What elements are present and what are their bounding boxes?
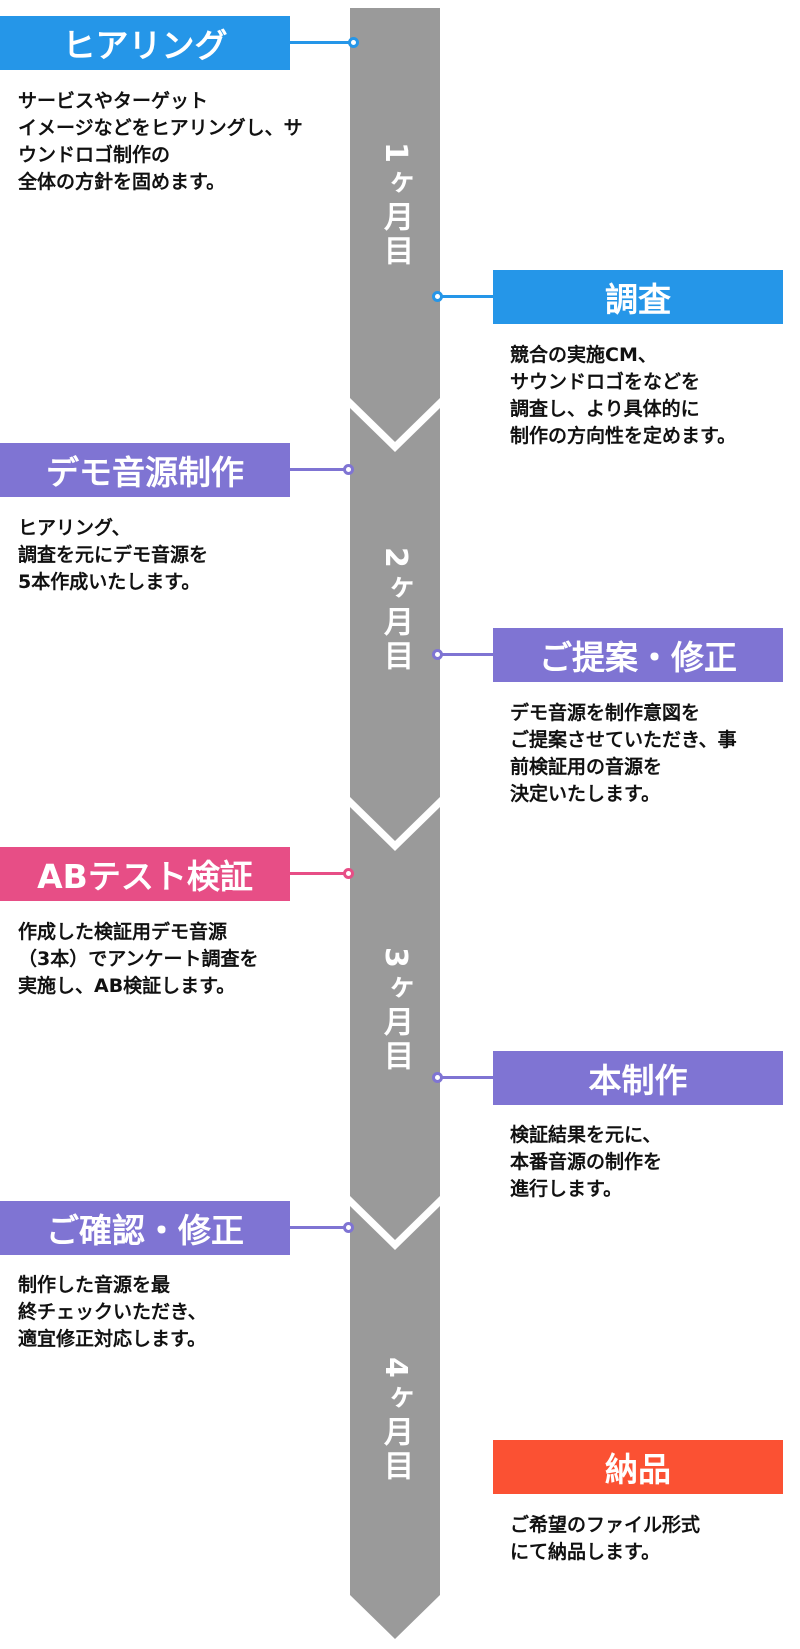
step-demo-description: ヒアリング、 調査を元にデモ音源を 5本作成いたします。 bbox=[18, 517, 209, 593]
step-demo-dot bbox=[343, 464, 354, 475]
step-review-connector bbox=[290, 1226, 350, 1229]
month-3-label-area: 3ヶ月目 bbox=[350, 935, 440, 1085]
step-proposal-description: デモ音源を制作意図を ご提案させていただき、事 前検証用の音源を 決定いたします… bbox=[510, 702, 737, 805]
step-delivery-description: ご希望のファイル形式 にて納品します。 bbox=[510, 1514, 701, 1563]
step-delivery-title: 納品 bbox=[493, 1440, 783, 1494]
step-abtest-dot bbox=[343, 868, 354, 879]
step-abtest-description: 作成した検証用デモ音源 （3本）でアンケート調査を 実施し、AB検証します。 bbox=[18, 921, 259, 997]
month-2-label: 2ヶ月目 bbox=[378, 546, 413, 674]
step-proposal-connector bbox=[440, 653, 493, 656]
step-review-dot bbox=[343, 1222, 354, 1233]
month-3-label: 3ヶ月目 bbox=[378, 946, 413, 1074]
step-research-connector bbox=[440, 295, 493, 298]
month-1-label-area: 1ヶ月目 bbox=[350, 130, 440, 280]
step-research-title: 調査 bbox=[493, 270, 783, 324]
step-hearing-dot bbox=[348, 37, 359, 48]
step-production-description: 検証結果を元に、 本番音源の制作を 進行します。 bbox=[510, 1124, 663, 1200]
step-hearing-title: ヒアリング bbox=[0, 16, 290, 70]
step-review-title: ご確認・修正 bbox=[0, 1201, 290, 1255]
step-demo-connector bbox=[290, 468, 350, 471]
step-production-connector bbox=[440, 1076, 493, 1079]
month-4-label-area: 4ヶ月目 bbox=[350, 1345, 440, 1495]
month-2-label-area: 2ヶ月目 bbox=[350, 535, 440, 685]
month-1-label: 1ヶ月目 bbox=[378, 141, 413, 269]
step-production-dot bbox=[432, 1072, 443, 1083]
month-1-segment bbox=[350, 8, 440, 442]
step-abtest-connector bbox=[290, 872, 350, 875]
step-research-dot bbox=[432, 291, 443, 302]
month-2-segment bbox=[350, 408, 440, 841]
step-demo-title: デモ音源制作 bbox=[0, 443, 290, 497]
step-proposal-title: ご提案・修正 bbox=[493, 628, 783, 682]
step-hearing-connector bbox=[290, 41, 350, 44]
month-4-segment bbox=[350, 1206, 440, 1639]
step-hearing-description: サービスやターゲット イメージなどをヒアリングし、サ ウンドロゴ制作の 全体の方… bbox=[18, 90, 303, 193]
step-abtest-title: ABテスト検証 bbox=[0, 847, 290, 901]
month-3-segment bbox=[350, 807, 440, 1240]
step-review-description: 制作した音源を最 終チェックいただき、 適宜修正対応します。 bbox=[18, 1274, 207, 1350]
month-4-label: 4ヶ月目 bbox=[378, 1356, 413, 1484]
step-proposal-dot bbox=[432, 649, 443, 660]
step-production-title: 本制作 bbox=[493, 1051, 783, 1105]
step-research-description: 競合の実施CM、 サウンドロゴをなどを 調査し、より具体的に 制作の方向性を定め… bbox=[510, 344, 737, 447]
